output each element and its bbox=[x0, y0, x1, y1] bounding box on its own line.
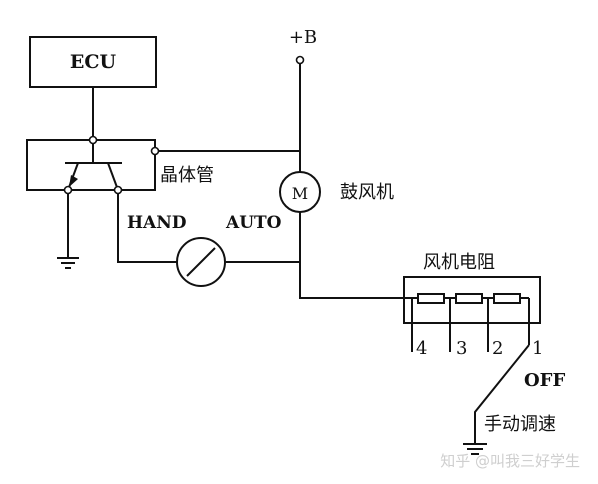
blower-resistor-box bbox=[403, 276, 541, 324]
emitter-junction-dot bbox=[63, 185, 73, 195]
resistor-element-2 bbox=[455, 293, 483, 304]
transistor-label: 晶体管 bbox=[160, 165, 214, 186]
motor-label: 鼓风机 bbox=[340, 182, 394, 203]
resistor-element-3 bbox=[493, 293, 521, 304]
ecu-label: ECU bbox=[70, 51, 117, 73]
resistor-label: 风机电阻 bbox=[423, 252, 495, 273]
hand-branch-wire bbox=[117, 190, 177, 263]
emitter-ground bbox=[57, 190, 79, 269]
supply-terminal-dot bbox=[295, 55, 305, 65]
emitter-arrow bbox=[69, 175, 78, 187]
hand-label: HAND bbox=[127, 213, 187, 233]
tap-label-2: 2 bbox=[492, 338, 503, 359]
collector-junction-dot bbox=[113, 185, 123, 195]
transistor-box bbox=[26, 139, 156, 191]
transistor-terminal-dot bbox=[150, 146, 160, 156]
blower-motor bbox=[279, 171, 321, 213]
manual-speed-switch-arm bbox=[474, 344, 530, 444]
resistor-element-1 bbox=[417, 293, 445, 304]
auto-label: AUTO bbox=[225, 213, 282, 233]
switch-ground bbox=[463, 443, 487, 455]
off-label: OFF bbox=[524, 370, 565, 391]
manual-speed-label: 手动调速 bbox=[484, 414, 556, 435]
tap-label-1: 1 bbox=[532, 338, 543, 359]
tap-label-4: 4 bbox=[416, 338, 427, 359]
motor-to-resistor-wire bbox=[299, 212, 404, 299]
base-junction-dot bbox=[88, 135, 98, 145]
mode-switch bbox=[176, 237, 226, 287]
supply-label: +B bbox=[289, 27, 317, 48]
watermark: 知乎 @叫我三好学生 bbox=[440, 452, 580, 470]
motor-symbol-label: M bbox=[292, 184, 308, 203]
tap-label-3: 3 bbox=[456, 338, 467, 359]
